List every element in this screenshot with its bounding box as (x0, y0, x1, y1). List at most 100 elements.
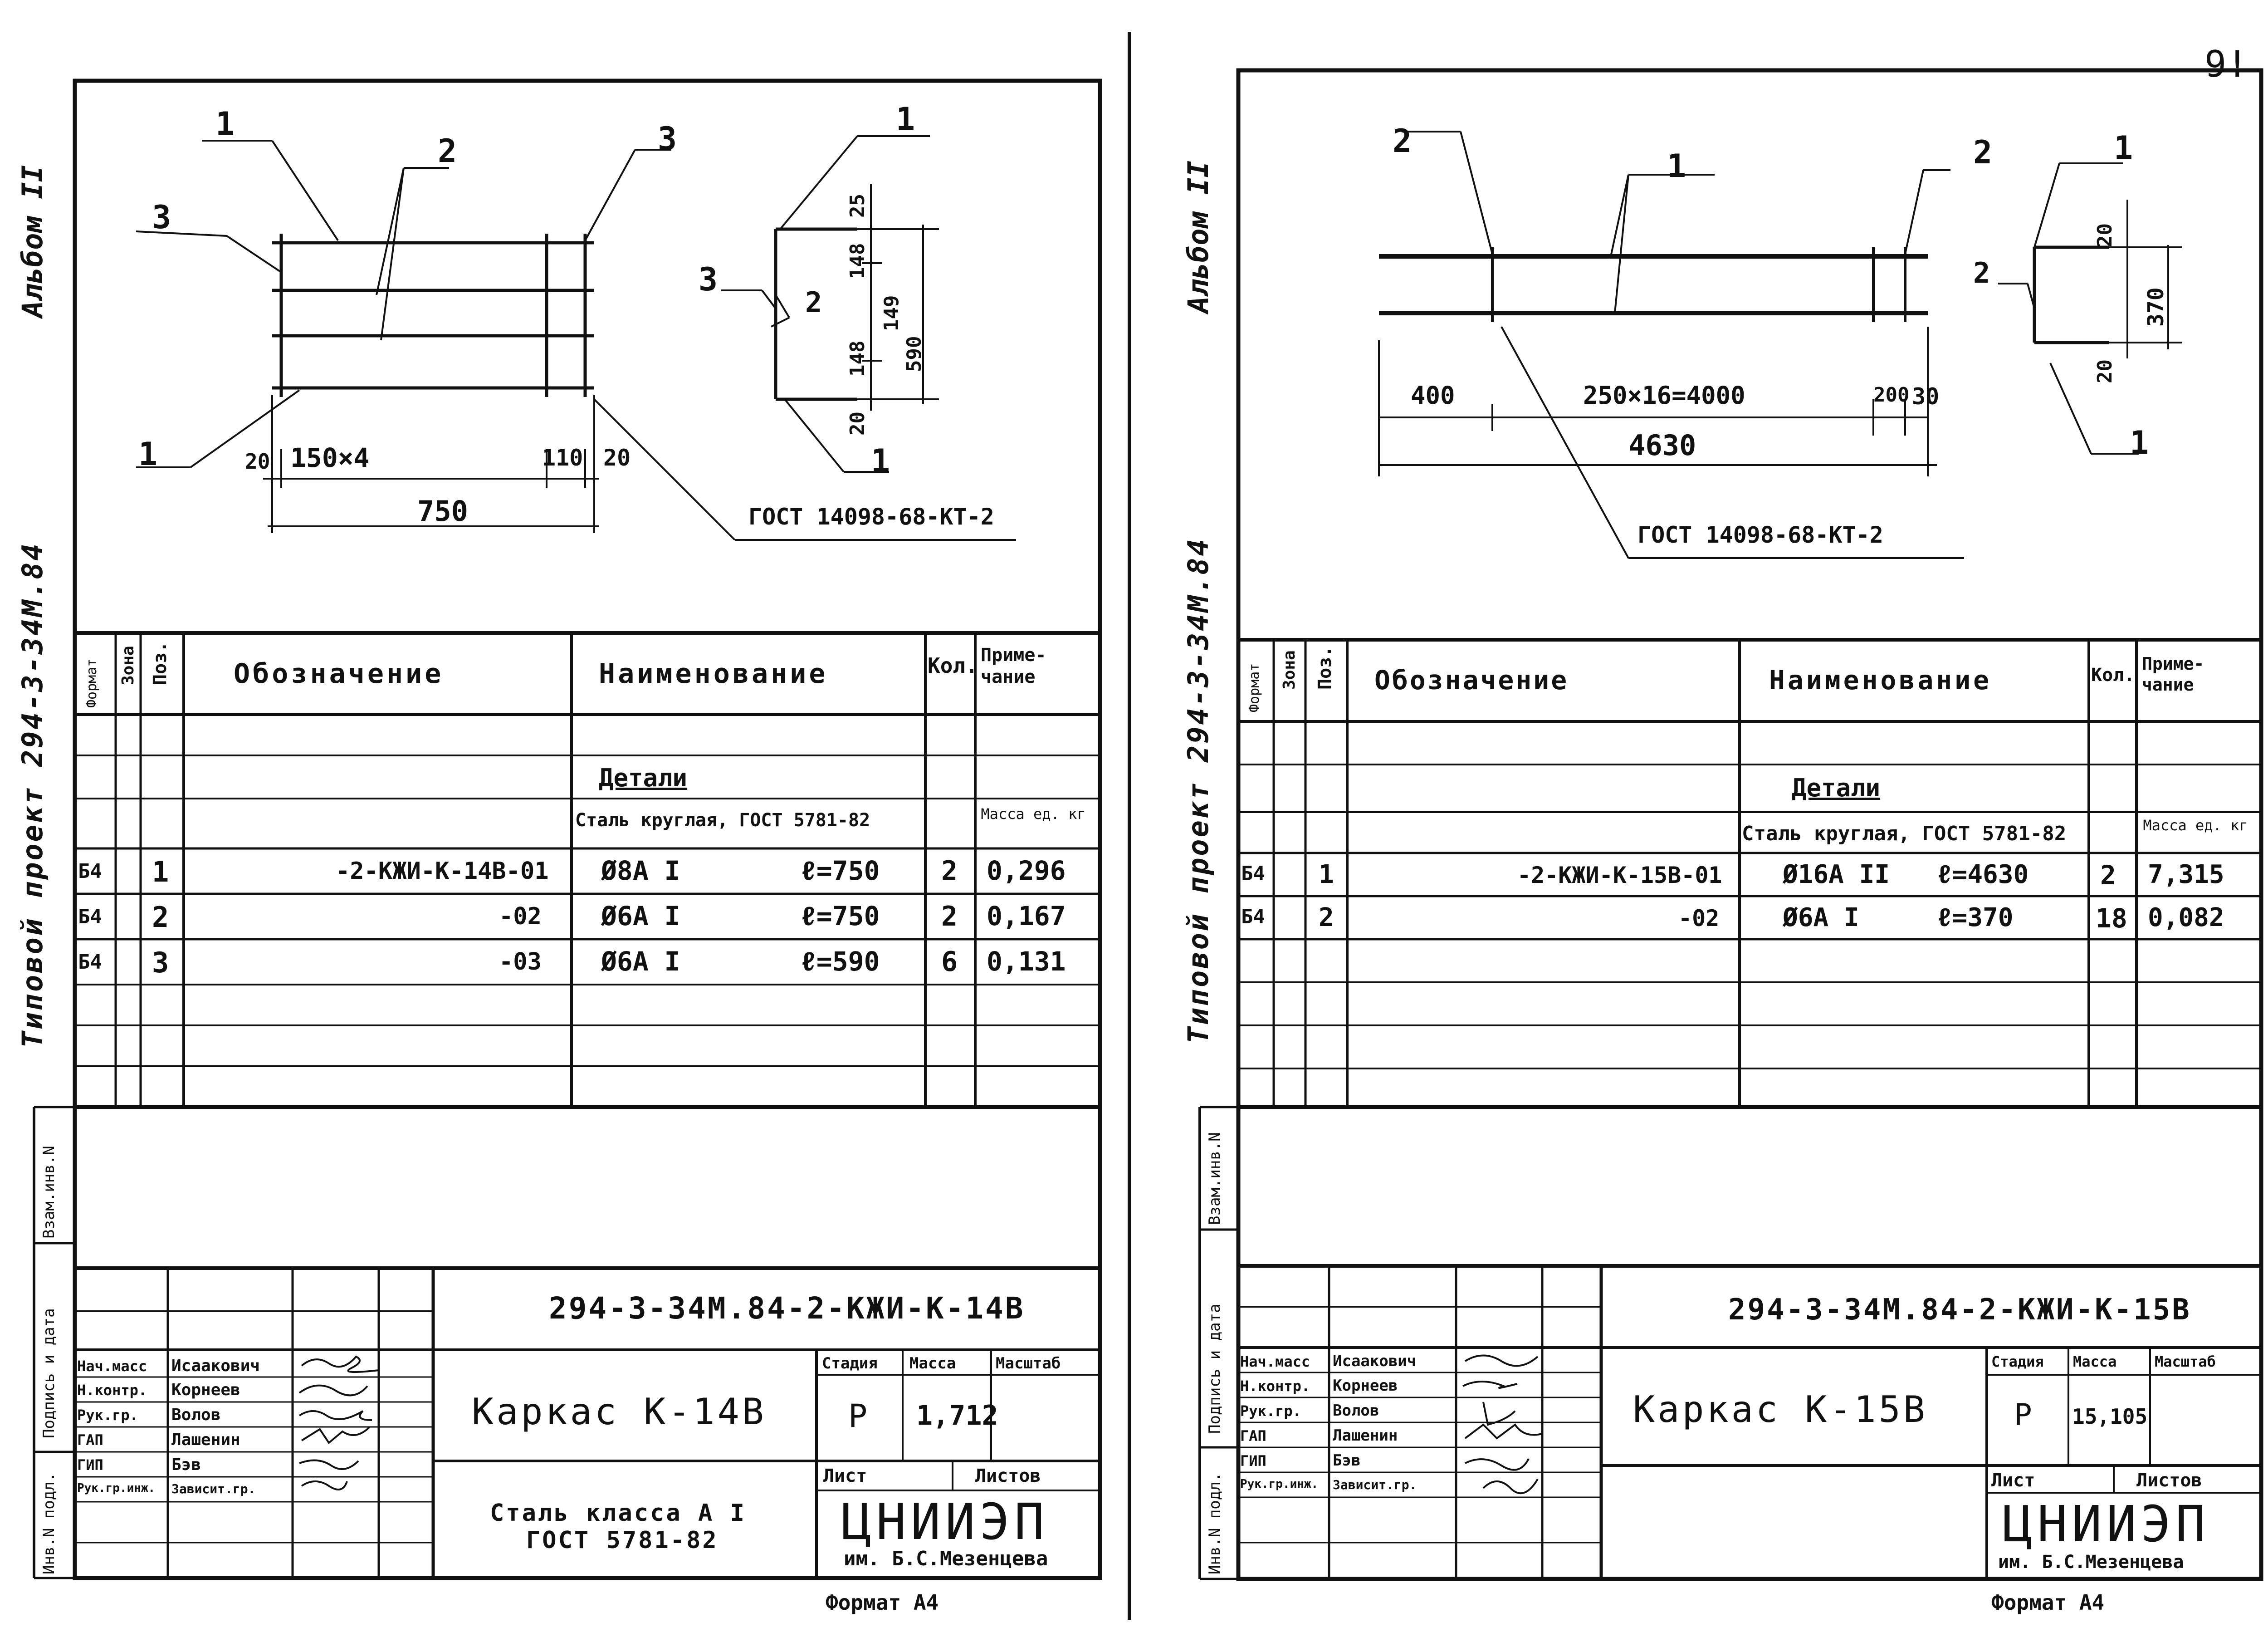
material-gost: ГОСТ 5781-82 (526, 1527, 719, 1554)
callout-1: 1 (215, 105, 235, 142)
spec-cell-length: ℓ=590 (801, 946, 880, 977)
organization-subtitle: им. Б.С.Мезенцева (1998, 1552, 2184, 1573)
spec-header-format: Формат (84, 658, 100, 708)
scale-label: Масштаб (996, 1354, 1061, 1372)
spec-cell-qty: 2 (941, 855, 958, 887)
left-sheet: Альбом II Типовой проект 294-3-34М.84 Вз… (16, 78, 1102, 1615)
mass-value: 1,712 (916, 1400, 998, 1431)
section-dim-20: 20 (2093, 359, 2116, 383)
project-label: Типовой проект 294-3-34М.84 (16, 542, 49, 1048)
side-label-inv: Инв.N подл. (1206, 1472, 1224, 1574)
approval-role: Нач.масс (77, 1358, 147, 1375)
section-dim-370: 370 (2143, 287, 2169, 327)
approval-role: ГИП (77, 1456, 103, 1474)
approval-name: Бэв (171, 1456, 201, 1474)
callout-2: 2 (438, 132, 457, 170)
stage-value: Р (848, 1397, 868, 1435)
spec-cell-designation: -03 (499, 948, 542, 975)
approval-name: Лашенин (1333, 1426, 1398, 1445)
paper-format: Формат А4 (826, 1590, 939, 1615)
spec-header-pos: Поз. (1315, 646, 1335, 690)
spec-cell-designation: -02 (499, 903, 542, 930)
spec-header-designation: Обозначение (234, 658, 444, 690)
side-label-sign: Подпись и дата (1206, 1304, 1224, 1434)
section-callout-1: 1 (896, 101, 915, 138)
drawing-title: Каркас К-15В (1633, 1388, 1928, 1431)
callout-3: 3 (658, 120, 677, 157)
dim-400: 400 (1411, 381, 1455, 410)
approval-role: ГАП (77, 1431, 103, 1449)
spec-cell-mass: 0,167 (987, 901, 1066, 931)
side-label-replaced: Взам.инв.N (40, 1146, 58, 1239)
section-callout-1: 1 (2130, 424, 2149, 461)
spec-cell-qty: 18 (2096, 903, 2127, 934)
section-dim-590: 590 (903, 336, 926, 372)
spec-cell-designation: -2-КЖИ-К-14В-01 (336, 858, 549, 885)
section-callout-2: 2 (1973, 256, 1990, 289)
dim-20: 20 (245, 449, 270, 474)
spec-header-qty: Кол. (2091, 665, 2135, 686)
spec-cell-format: Б4 (78, 860, 102, 883)
document-code: 294-3-34М.84-2-КЖИ-К-15В (1728, 1293, 2191, 1327)
gost-reference: ГОСТ 14098-68-КТ-2 (748, 504, 994, 530)
section-callout-1: 1 (2114, 129, 2133, 167)
spec-header-zone: Зона (119, 646, 137, 685)
spec-header-note: Приме-чание (981, 645, 1046, 687)
callout-3: 3 (152, 199, 171, 236)
callout-1: 1 (138, 436, 158, 473)
section-dim-148: 148 (846, 243, 869, 279)
spec-cell-qty: 2 (941, 901, 958, 932)
approval-name: Корнеев (1333, 1377, 1398, 1395)
approval-name: Корнеев (171, 1381, 240, 1399)
album-label: Альбом II (16, 165, 49, 318)
spec-cell-name: Ø8А I (601, 855, 680, 886)
spec-material: Сталь круглая, ГОСТ 5781-82 (575, 810, 870, 831)
dim-250x16: 250×16=4000 (1583, 381, 1745, 410)
spec-cell-pos: 2 (1319, 903, 1334, 932)
spec-cell-format: Б4 (78, 905, 102, 928)
section-callout-2: 2 (805, 286, 822, 319)
side-label-sign: Подпись и дата (40, 1308, 58, 1438)
spec-cell-qty: 6 (941, 946, 958, 978)
approval-role: ГИП (1240, 1452, 1266, 1470)
spec-header-qty: Кол. (928, 653, 978, 678)
frame-k15b-elevation (1379, 254, 1928, 315)
dim-750: 750 (417, 495, 468, 528)
document-code: 294-3-34М.84-2-КЖИ-К-14В (549, 1291, 1025, 1326)
spec-cell-pos: 1 (1319, 860, 1334, 889)
approval-name: Лашенин (171, 1431, 240, 1449)
spec-cell-format: Б4 (1241, 905, 1265, 928)
scale-label: Масштаб (2155, 1353, 2216, 1370)
sheet-label: Лист (1991, 1470, 2035, 1491)
spec-mass-unit: Масса ед. кг (2143, 817, 2248, 834)
spec-header-zone: Зона (1280, 650, 1299, 690)
side-label-replaced: Взам.инв.N (1206, 1132, 1224, 1225)
spec-header-note: Приме-чание (2142, 654, 2204, 695)
mass-label: Масса (2073, 1353, 2117, 1370)
approval-role: Рук.гр. (1240, 1402, 1301, 1420)
approval-role: Рук.гр.инж. (1240, 1477, 1319, 1491)
spec-cell-length: ℓ=4630 (1937, 860, 2029, 889)
approval-name: Зависит.гр. (1333, 1477, 1417, 1492)
spec-cell-name: Ø16А II (1783, 860, 1890, 889)
section-dim-149: 149 (880, 295, 903, 331)
spec-cell-mass: 7,315 (2148, 860, 2224, 889)
spec-cell-mass: 0,082 (2148, 903, 2224, 932)
approval-name: Исаакович (1333, 1352, 1417, 1370)
spec-cell-format: Б4 (1241, 862, 1265, 885)
approval-role: Рук.гр.инж. (77, 1481, 156, 1495)
callout-2: 2 (1393, 123, 1412, 160)
organization-logo: ЦНИИЭП (841, 1493, 1049, 1551)
spec-cell-name: Ø6А I (1783, 903, 1859, 932)
spec-cell-mass: 0,296 (987, 855, 1066, 886)
spec-header-name: Наименование (1769, 665, 1992, 696)
stage-value: Р (2014, 1397, 2032, 1432)
approval-name: Исаакович (171, 1357, 260, 1375)
section-callout-3: 3 (699, 261, 718, 298)
sheets-label: Листов (975, 1465, 1041, 1486)
spec-header-designation: Обозначение (1374, 665, 1569, 696)
stage-label: Стадия (822, 1354, 878, 1372)
album-label: Альбом II (1182, 161, 1215, 313)
approval-name: Бэв (1333, 1451, 1361, 1470)
spec-header-name: Наименование (599, 658, 828, 690)
